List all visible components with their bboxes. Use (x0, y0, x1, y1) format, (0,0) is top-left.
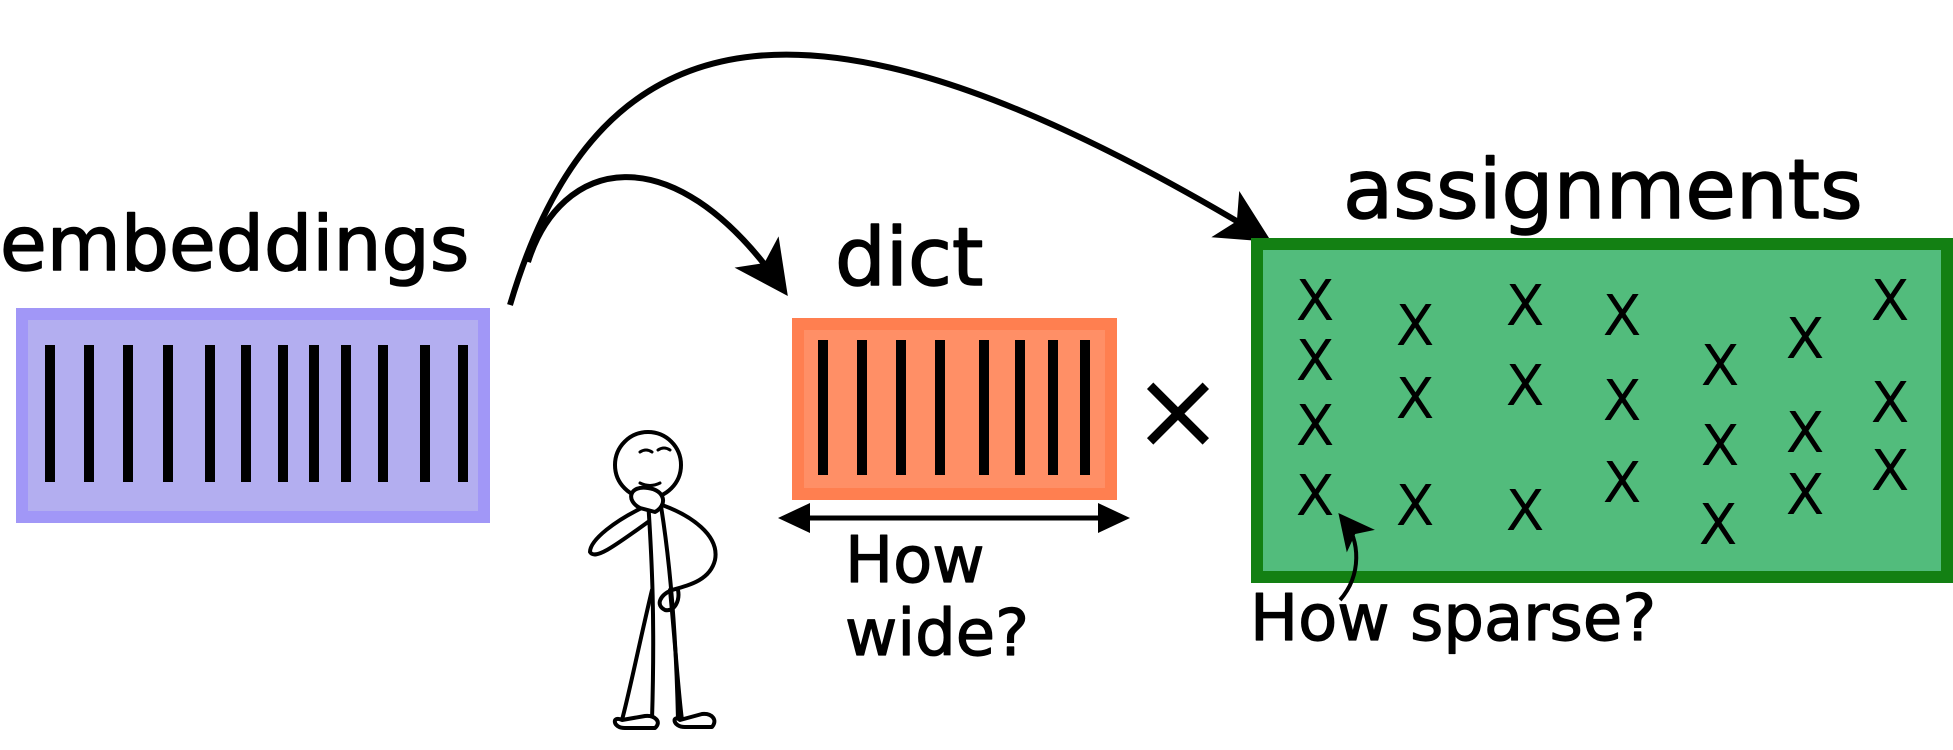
assignment-nonzero-mark: X (1296, 329, 1334, 394)
assignment-nonzero-mark: X (1603, 451, 1641, 516)
dict-column-bar (1048, 340, 1058, 475)
embedding-column-bar (123, 345, 133, 482)
assignment-nonzero-mark: X (1396, 294, 1434, 359)
multiply-sign: × (1132, 346, 1224, 474)
dict-column-bar (1015, 340, 1025, 475)
how-wide-label-line2: wide? (845, 597, 1029, 671)
dict-column-bar (896, 340, 906, 475)
assignment-nonzero-mark: X (1701, 414, 1739, 479)
embedding-column-bar (309, 345, 319, 482)
dict-columns (818, 340, 1090, 475)
dict-column-bar (1080, 340, 1090, 475)
how-sparse-label: How sparse? (1250, 582, 1656, 656)
dict-box (792, 318, 1117, 500)
person-legs (620, 588, 684, 722)
assignment-nonzero-mark: X (1396, 367, 1434, 432)
assignment-nonzero-mark: X (1296, 394, 1334, 459)
embeddings-matrix (16, 308, 490, 523)
embedding-column-bar (278, 345, 288, 482)
assignment-nonzero-mark: X (1701, 334, 1739, 399)
embedding-column-bar (458, 345, 468, 482)
assignment-nonzero-mark: X (1506, 274, 1544, 339)
embedding-column-bar (45, 345, 55, 482)
assignment-nonzero-mark: X (1871, 371, 1909, 436)
sparse-pointer-arrow (1338, 512, 1375, 602)
embedding-column-bar (163, 345, 173, 482)
assignments-label: assignments (1343, 143, 1863, 238)
assignment-nonzero-mark: X (1296, 269, 1334, 334)
how-wide-label-line1: How (845, 524, 985, 598)
embedding-column-bar (420, 345, 430, 482)
arrow-embeddings-to-assignments (507, 51, 1272, 306)
assignment-nonzero-mark: X (1786, 401, 1824, 466)
person-right-foot (672, 711, 717, 729)
dict-column-bar (935, 340, 945, 475)
embeddings-box (16, 308, 490, 523)
assignment-nonzero-mark: X (1296, 464, 1334, 529)
assignment-nonzero-mark: X (1786, 307, 1824, 372)
person-hand-to-chin (629, 485, 665, 514)
assignment-nonzero-mark: X (1871, 269, 1909, 334)
assignment-nonzero-mark: X (1396, 474, 1434, 539)
embedding-column-bar (341, 345, 351, 482)
embedding-column-bar (241, 345, 251, 482)
arrow-embeddings-to-dict (525, 174, 788, 297)
embeddings-columns (45, 345, 468, 482)
thinking-person-figure (588, 430, 718, 730)
assignment-nonzero-mark: X (1871, 439, 1909, 504)
dict-label: dict (835, 211, 983, 304)
assignment-nonzero-mark: X (1506, 354, 1544, 419)
person-left-arm (588, 503, 650, 557)
assignment-nonzero-mark: X (1603, 284, 1641, 349)
dict-column-bar (818, 340, 828, 475)
dict-column-bar (857, 340, 867, 475)
embedding-column-bar (84, 345, 94, 482)
embedding-column-bar (378, 345, 388, 482)
assignment-nonzero-mark: X (1603, 369, 1641, 434)
embedding-column-bar (205, 345, 215, 482)
assignment-nonzero-mark: X (1506, 479, 1544, 544)
width-double-arrow (778, 503, 1130, 533)
assignment-nonzero-mark: X (1699, 493, 1737, 558)
person-left-foot (612, 713, 660, 730)
assignment-nonzero-mark: X (1786, 463, 1824, 528)
embeddings-label: embeddings (0, 199, 469, 288)
dict-column-bar (979, 340, 989, 475)
dict-matrix (792, 318, 1117, 500)
